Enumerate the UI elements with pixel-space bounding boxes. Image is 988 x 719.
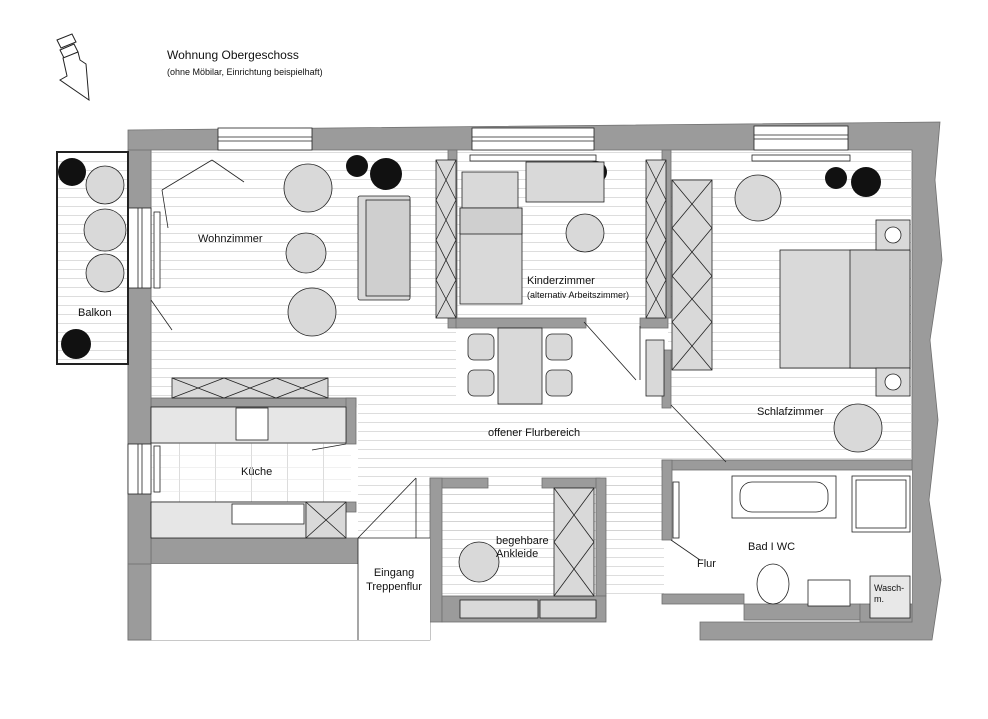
schlafzimmer-furniture — [645, 179, 911, 397]
room-label-flurbereich: offener Flurbereich — [488, 427, 581, 439]
bath-furniture — [731, 475, 911, 619]
room-label-ankleide-1: begehbare — [496, 535, 549, 547]
kitchen-floor — [151, 442, 351, 502]
room-note-kinderzimmer: (alternativ Arbeitszimmer) — [527, 290, 630, 300]
room-label-schlafzimmer: Schlafzimmer — [757, 406, 824, 418]
room-label-flur: Flur — [697, 558, 716, 570]
north-arrow-icon — [56, 33, 90, 102]
windows — [127, 125, 849, 495]
room-label-kinderzimmer: Kinderzimmer — [527, 275, 595, 287]
room-label-bad: Bad I WC — [748, 541, 796, 553]
entrance-label-1: Eingang — [373, 567, 415, 579]
room-label-ankleide-2: Ankleide — [496, 548, 539, 560]
room-label-kueche: Küche — [241, 466, 273, 478]
room-label-wohnzimmer: Wohnzimmer — [198, 233, 263, 245]
living-room-furniture — [171, 159, 457, 399]
room-label-wasch-2: m. — [874, 594, 884, 604]
entrance-marks — [357, 537, 430, 640]
armchairs — [85, 163, 883, 583]
ankleide-furniture — [459, 487, 597, 619]
door-swings — [150, 159, 727, 561]
dining-table — [467, 327, 573, 405]
kitchen-furniture — [150, 406, 347, 539]
plan-title: Wohnung Obergeschoss — [167, 48, 299, 62]
room-label-balkon: Balkon — [78, 307, 112, 319]
kinderzimmer-furniture — [459, 159, 667, 319]
room-label-wasch-1: Wasch- — [874, 583, 905, 593]
radiators — [153, 154, 851, 539]
plan-subtitle: (ohne Möbilar, Einrichtung beispielhaft) — [167, 67, 323, 77]
entrance-label-2: Treppenflur — [366, 581, 422, 593]
